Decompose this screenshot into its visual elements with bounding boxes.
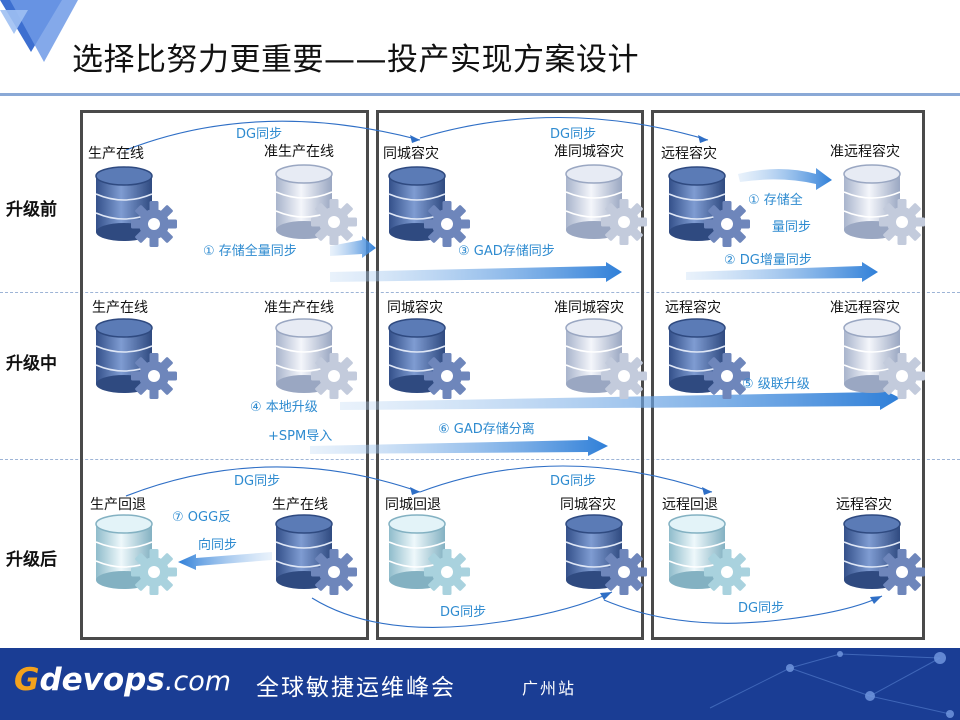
node-label-pre-city-dr: 准同城容灾: [554, 300, 624, 316]
caption-after-dg-4: DG同步: [738, 601, 785, 616]
caption-step4-b: +SPM导入: [268, 429, 333, 444]
arrowhead: [410, 487, 420, 495]
arrow-ogg-reverse: [178, 552, 272, 570]
brand-g: G: [14, 662, 40, 698]
panel-production: [80, 110, 369, 640]
node-label-remote-dr: 远程容灾: [836, 497, 892, 513]
caption-dg-sync-2: DG同步: [550, 127, 597, 142]
row-divider-1: [0, 292, 960, 293]
node-label-prod-online: 生产在线: [272, 497, 328, 513]
caption-after-dg-2: DG同步: [550, 474, 597, 489]
dg-sync-curve-before-1: [125, 120, 421, 151]
arrow-remote-storage-full: [738, 168, 832, 190]
node-label-city-dr: 同城容灾: [383, 146, 439, 162]
caption-step6: ⑥ GAD存储分离: [438, 422, 535, 437]
database-fallback-icon: [385, 512, 473, 598]
node-label-remote-dr: 远程容灾: [665, 300, 721, 316]
caption-step5: ⑤ 级联升级: [742, 377, 810, 392]
node-label-prod-online: 生产在线: [88, 146, 144, 162]
arrowhead: [698, 135, 708, 143]
database-light-icon: [272, 316, 360, 402]
arrowhead: [702, 487, 712, 495]
database-light-icon: [840, 162, 928, 248]
brand-devops: devops: [39, 662, 165, 698]
node-label-prod-online: 生产在线: [92, 300, 148, 316]
node-label-remote-fallback: 远程回退: [662, 497, 718, 513]
database-dark-icon: [665, 164, 753, 250]
footer-banner: Gdevops.com 全球敏捷运维峰会 广州站: [0, 648, 960, 720]
arrowhead: [600, 592, 612, 600]
caption-step1-remote-b: 量同步: [772, 220, 812, 235]
row-divider-2: [0, 459, 960, 460]
database-dark-icon: [92, 164, 180, 250]
arrowhead: [870, 596, 882, 604]
network-pattern-icon: [709, 651, 954, 718]
caption-step7-b: 向同步: [198, 538, 238, 553]
node-label-pre-remote-dr: 准远程容灾: [830, 300, 900, 316]
node-label-city-fallback: 同城回退: [385, 497, 441, 513]
caption-step2-dg-inc: ② DG增量同步: [724, 253, 812, 268]
database-dark-icon: [272, 512, 360, 598]
arrow-gad-split: [310, 436, 608, 456]
row-label-before: 升级前: [6, 200, 57, 220]
caption-step7-a: ⑦ OGG反: [172, 510, 232, 525]
arrow-dg-incremental: [686, 262, 878, 282]
summit-name: 全球敏捷运维峰会: [256, 675, 456, 701]
arrow-cascade-upgrade: [340, 388, 900, 410]
database-dark-icon: [92, 316, 180, 402]
database-light-icon: [840, 316, 928, 402]
dg-sync-curve-before-2: [419, 116, 709, 141]
dg-sync-curve-after-3: [311, 591, 613, 628]
arrow-gad-sync: [330, 262, 622, 282]
database-dark-icon: [562, 512, 650, 598]
brand-com: .com: [164, 666, 232, 697]
node-label-pre-prod-online: 准生产在线: [264, 144, 334, 160]
database-dark-icon: [385, 316, 473, 402]
database-light-icon: [562, 162, 650, 248]
database-dark-icon: [665, 316, 753, 402]
summit-city: 广州站: [522, 679, 577, 698]
caption-step1-storage-full: ① 存储全量同步: [203, 244, 297, 259]
database-light-icon: [562, 316, 650, 402]
caption-after-dg-1: DG同步: [234, 474, 281, 489]
arrow-storage-full-sync: [330, 236, 376, 258]
caption-after-dg-3: DG同步: [440, 605, 487, 620]
dg-sync-curve-after-4: [603, 595, 883, 624]
database-fallback-icon: [92, 512, 180, 598]
node-label-pre-prod-online: 准生产在线: [264, 300, 334, 316]
node-label-city-dr: 同城容灾: [560, 497, 616, 513]
brand-logo: Gdevops.com: [14, 662, 231, 698]
title-divider: [0, 93, 960, 96]
corner-logo-icon: [0, 0, 78, 62]
caption-dg-sync-1: DG同步: [236, 127, 283, 142]
node-label-pre-remote-dr: 准远程容灾: [830, 144, 900, 160]
dg-sync-curve-after-1: [125, 466, 421, 497]
database-light-icon: [272, 162, 360, 248]
node-label-city-dr: 同城容灾: [387, 300, 443, 316]
caption-step3-gad: ③ GAD存储同步: [458, 244, 555, 259]
database-fallback-icon: [665, 512, 753, 598]
database-dark-icon: [385, 164, 473, 250]
caption-step1-remote-a: ① 存储全: [748, 193, 803, 208]
database-dark-icon: [840, 512, 928, 598]
page-title: 选择比努力更重要——投产实现方案设计: [72, 42, 639, 78]
node-label-remote-dr: 远程容灾: [661, 146, 717, 162]
caption-step4-a: ④ 本地升级: [250, 400, 318, 415]
row-label-after: 升级后: [6, 550, 57, 570]
arrowhead: [410, 135, 420, 143]
dg-sync-curve-after-2: [419, 465, 713, 493]
node-label-pre-city-dr: 准同城容灾: [554, 144, 624, 160]
node-label-prod-fallback: 生产回退: [90, 497, 146, 513]
row-label-during: 升级中: [6, 354, 57, 374]
